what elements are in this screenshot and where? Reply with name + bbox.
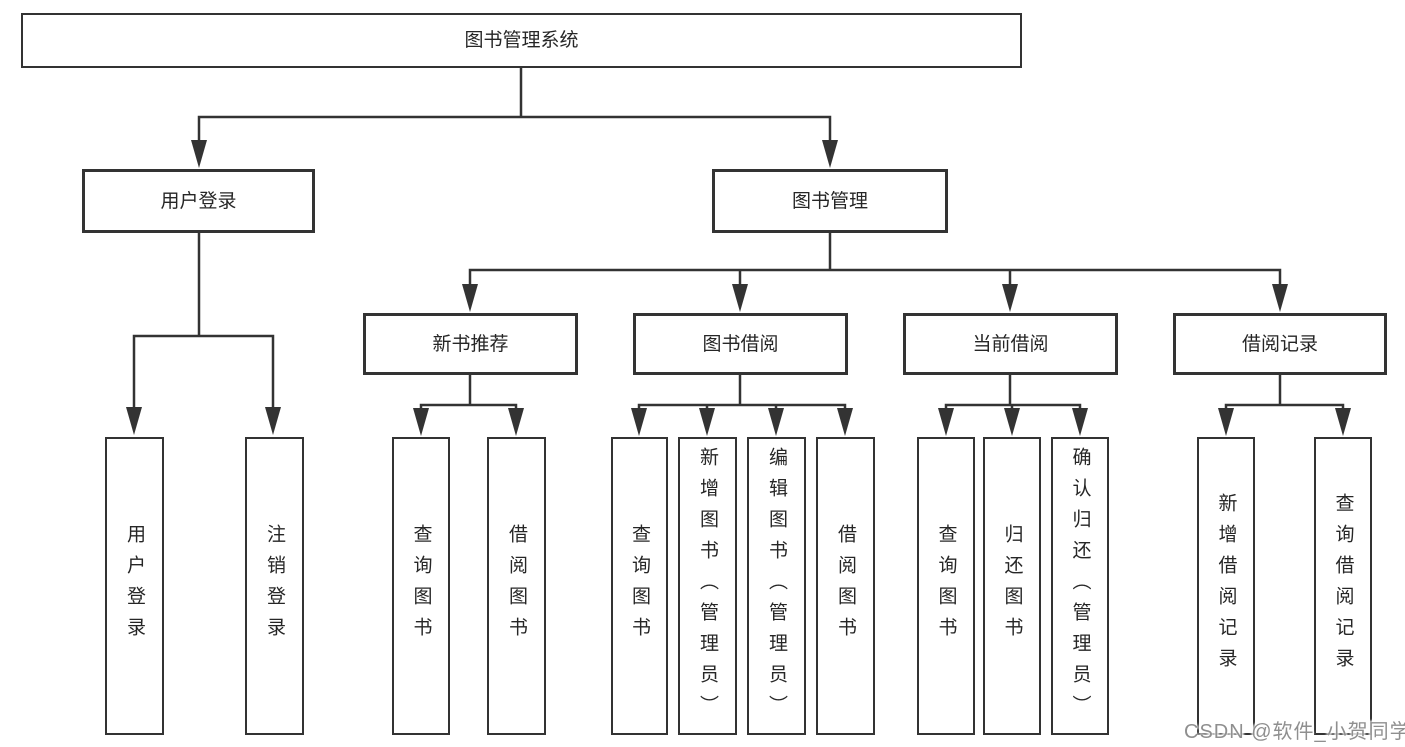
node-book-borrow: 图书借阅 xyxy=(633,313,848,375)
leaf-user-login: 用户登录 xyxy=(105,437,164,735)
leaf-query-books-recommend: 查询图书 xyxy=(392,437,450,735)
leaf-query-borrow-record: 查询借阅记录 xyxy=(1314,437,1372,735)
csdn-watermark: CSDN @软件_小贺同学 xyxy=(1184,721,1405,743)
leaf-borrow-books: 借阅图书 xyxy=(816,437,875,735)
leaf-add-borrow-record: 新增借阅记录 xyxy=(1197,437,1255,735)
leaf-query-books-borrow: 查询图书 xyxy=(611,437,668,735)
node-borrow-records: 借阅记录 xyxy=(1173,313,1387,375)
node-new-book-recommend: 新书推荐 xyxy=(363,313,578,375)
leaf-add-books-admin: 新增图书（管理员） xyxy=(678,437,737,735)
node-current-borrow: 当前借阅 xyxy=(903,313,1118,375)
leaf-borrow-books-recommend: 借阅图书 xyxy=(487,437,546,735)
leaf-edit-books-admin: 编辑图书（管理员） xyxy=(747,437,806,735)
node-user-login: 用户登录 xyxy=(82,169,315,233)
leaf-return-books: 归还图书 xyxy=(983,437,1041,735)
node-book-management: 图书管理 xyxy=(712,169,948,233)
leaf-query-books-current: 查询图书 xyxy=(917,437,975,735)
node-root: 图书管理系统 xyxy=(21,13,1022,68)
leaf-confirm-return-admin: 确认归还（管理员） xyxy=(1051,437,1109,735)
leaf-logout: 注销登录 xyxy=(245,437,304,735)
